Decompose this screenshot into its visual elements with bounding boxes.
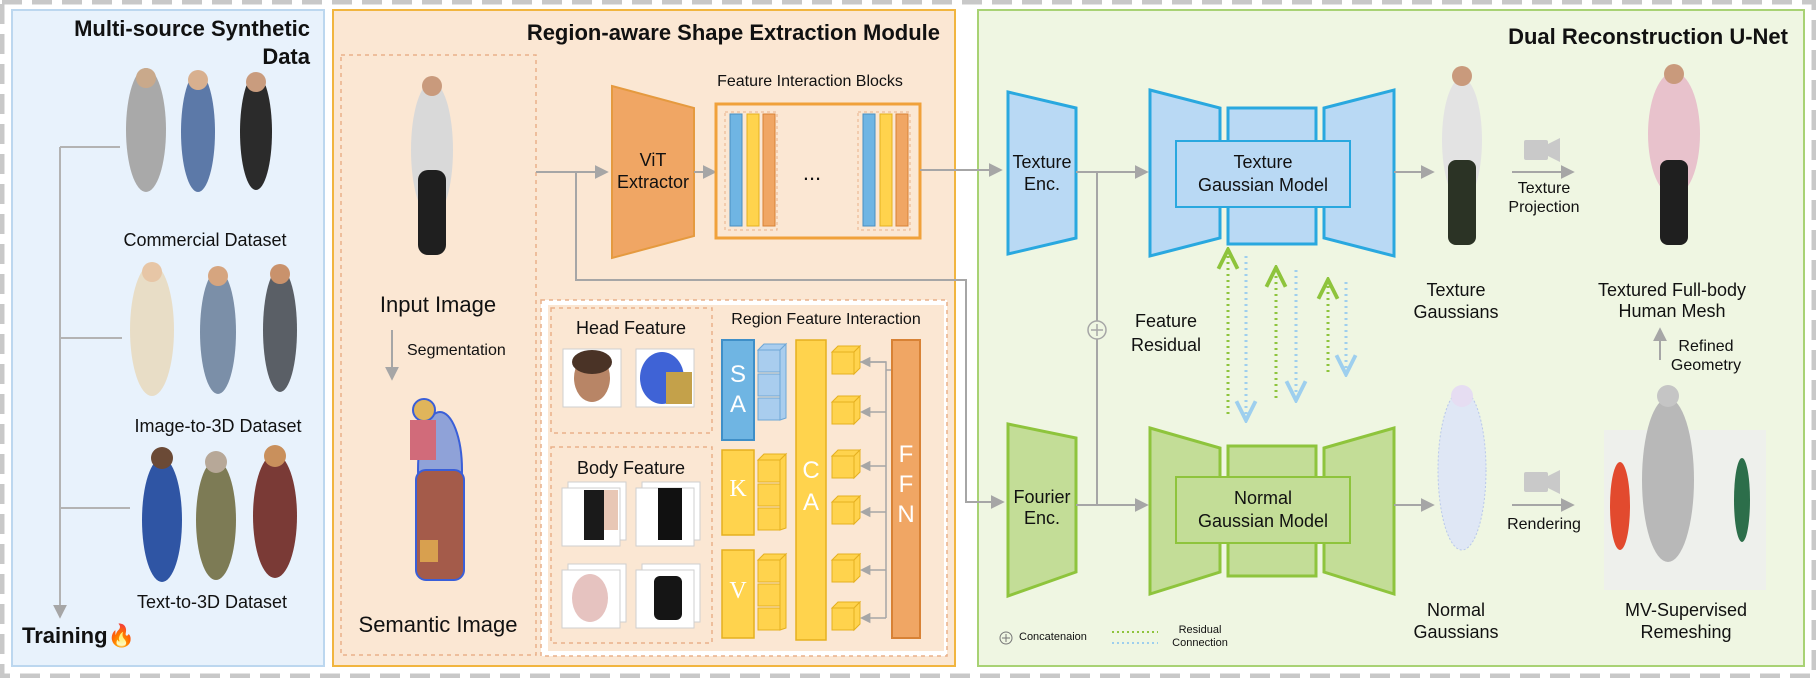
skip-arrows <box>859 356 892 624</box>
texture-model-line2: Gaussian Model <box>1197 175 1329 195</box>
vit-label-line2: Extractor <box>616 172 690 192</box>
normal-gaussians-line1: Normal <box>1426 600 1486 620</box>
legend-concat-label: Concatenaion <box>1019 631 1087 643</box>
ca-letter-a: A <box>802 489 819 516</box>
v-block <box>721 549 755 639</box>
k-cubes <box>756 452 788 531</box>
texture-projection-line1: Texture <box>1517 180 1571 197</box>
ffn-letter-n: N <box>897 501 915 528</box>
sa-letter-a: A <box>729 391 746 418</box>
sa-letter-s: S <box>729 361 746 388</box>
shape-panel-title: Region-aware Shape Extraction Module <box>526 20 940 45</box>
text3d-dataset-label: Text-to-3D Dataset <box>136 592 288 612</box>
fourier-enc-line1: Fourier <box>1013 487 1071 507</box>
ffn-letter-f1: F <box>898 441 914 468</box>
texture-gaussians-line1: Texture <box>1426 280 1486 300</box>
data-panel-title-line2: Data <box>262 44 310 69</box>
remeshing-figures <box>1604 385 1766 590</box>
ffn-letter-f2: F <box>898 471 914 498</box>
texture-model-line1: Texture <box>1233 152 1293 172</box>
head-box <box>550 307 713 434</box>
rendering-label: Rendering <box>1507 516 1581 533</box>
input-dashed-box <box>340 54 537 656</box>
fib-right-block <box>857 111 911 231</box>
normal-model-line1: Normal <box>1233 488 1293 508</box>
text3d-figures <box>142 445 297 582</box>
segmentation-label: Segmentation <box>407 342 506 359</box>
camera-icon <box>1524 138 1560 162</box>
textured-mesh-line2: Human Mesh <box>1618 301 1726 321</box>
body-feature-label: Body Feature <box>576 458 686 478</box>
refined-geometry-line1: Refined <box>1678 338 1734 355</box>
head-thumbnails <box>562 348 695 408</box>
shape-arrows <box>536 165 1005 509</box>
normal-model-line2: Gaussian Model <box>1197 511 1329 531</box>
remeshing-line1: MV-Supervised <box>1624 600 1748 620</box>
k-block <box>721 449 755 536</box>
body-box <box>550 446 713 644</box>
normal-gaussians <box>1437 385 1487 551</box>
fib-ellipsis: ... <box>802 160 822 185</box>
image3d-dataset-label: Image-to-3D Dataset <box>134 416 302 436</box>
dataset-bracket <box>53 146 130 619</box>
semantic-image <box>410 398 465 581</box>
texture-projection-line2: Projection <box>1508 199 1580 216</box>
textured-mesh-line1: Textured Full-body <box>1597 280 1747 300</box>
head-feature-label: Head Feature <box>575 318 687 338</box>
texture-enc-line2: Enc. <box>1023 174 1061 194</box>
fib-title: Feature Interaction Blocks <box>717 73 903 90</box>
training-label: Training🔥 <box>22 623 135 649</box>
vit-label-line1: ViT <box>639 150 667 170</box>
v-letter: V <box>729 578 747 604</box>
fire-icon: 🔥 <box>107 623 135 648</box>
ca-output-cubes <box>830 344 862 632</box>
sa-block <box>721 339 755 441</box>
texture-gaussian-model <box>1175 140 1351 208</box>
recon-panel-title: Dual Reconstruction U-Net <box>1508 24 1788 49</box>
fourier-encoder <box>1006 422 1078 599</box>
feature-residual-line1: Feature <box>1134 311 1198 331</box>
image3d-figures <box>130 262 297 396</box>
sa-cubes <box>756 342 788 421</box>
legend-residual-line2: Connection <box>1172 637 1228 649</box>
fourier-enc-line2: Enc. <box>1023 508 1061 528</box>
ca-block <box>795 339 827 641</box>
data-panel-title-line1: Multi-source Synthetic <box>74 16 310 41</box>
texture-gaussians-line2: Gaussians <box>1413 302 1499 322</box>
body-thumbnails <box>561 481 701 629</box>
training-text: Training <box>22 623 108 648</box>
textured-mesh <box>1648 64 1700 245</box>
feature-residual-line2: Residual <box>1130 335 1202 355</box>
commercial-figures <box>126 68 272 192</box>
camera-icon-render <box>1524 470 1560 494</box>
texture-enc-line1: Texture <box>1012 152 1072 172</box>
v-cubes <box>756 552 788 631</box>
commercial-dataset-label: Commercial Dataset <box>123 230 287 250</box>
ca-letter-c: C <box>802 457 820 484</box>
normal-gaussians-line2: Gaussians <box>1413 622 1499 642</box>
semantic-image-label: Semantic Image <box>358 612 518 637</box>
vit-extractor <box>611 84 695 260</box>
refined-geometry-line2: Geometry <box>1670 357 1742 374</box>
k-letter: K <box>729 476 747 502</box>
input-image <box>411 76 453 255</box>
legend-residual-line1: Residual <box>1178 624 1222 636</box>
remeshing-line2: Remeshing <box>1640 622 1732 642</box>
fib-left-block <box>724 111 778 231</box>
input-image-label: Input Image <box>379 292 497 317</box>
rfi-title: Region Feature Interaction <box>731 311 921 328</box>
normal-gaussian-model <box>1175 476 1351 544</box>
texture-encoder <box>1006 90 1078 256</box>
ffn-block <box>891 339 921 639</box>
texture-gaussians <box>1442 66 1482 245</box>
legend <box>999 631 1158 645</box>
